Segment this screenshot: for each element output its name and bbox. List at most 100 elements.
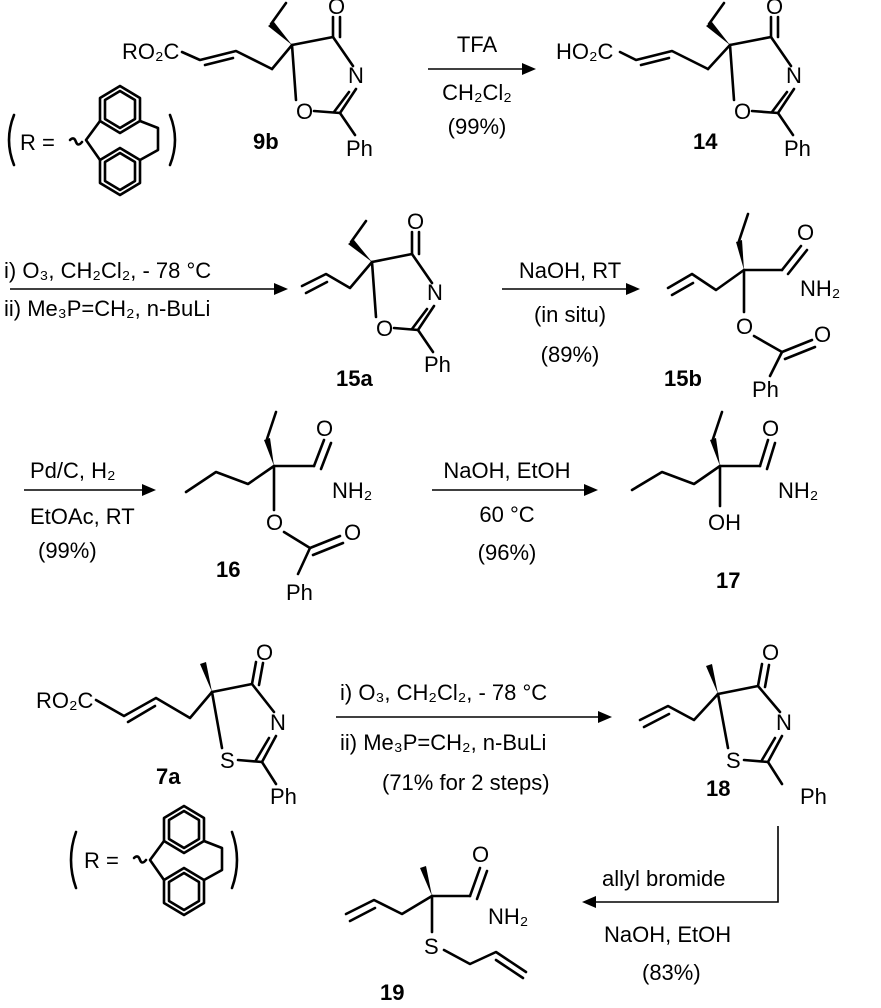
amide-carbonyl-bond (312, 438, 326, 468)
wavy-attachment-icon (68, 137, 84, 146)
ring-nitrogen: N (270, 710, 286, 735)
ring-double-bond (338, 87, 358, 115)
benzene-ring-bottom-inner (103, 151, 137, 192)
ethano-bridge-bond (202, 839, 224, 882)
condition-step-1: i) O₃, CH₂Cl₂, - 78 °C (340, 680, 547, 705)
amide-oxygen: O (316, 416, 333, 441)
amide-carbonyl-bond-2 (475, 869, 489, 901)
ring-bond-c5 (728, 43, 736, 102)
r-equals-label: R = (84, 848, 119, 873)
reagent-naoh-etoh: NaOH, EtOH (443, 458, 570, 483)
ethyl-wedge (264, 438, 274, 466)
benzoyl-bond (282, 530, 312, 550)
carbonyl-bond (250, 660, 258, 686)
ring-sulfur: S (726, 748, 741, 773)
close-paren (168, 113, 177, 167)
allyl-chain-bond (344, 894, 434, 916)
carbonyl-bond (756, 662, 764, 688)
ring-bond-c5 (370, 260, 378, 319)
benzene-ring-top-inner (103, 89, 137, 130)
amide-oxygen: O (797, 220, 814, 245)
open-paren (69, 830, 78, 890)
reagent-tfa: TFA (457, 32, 498, 57)
ring-nitrogen: N (786, 63, 802, 88)
arrow-line (592, 826, 779, 903)
phenyl-bond (416, 328, 435, 354)
terminal-alkene-bond (670, 281, 695, 297)
in-situ-label: (in situ) (534, 302, 606, 327)
ethyl-wedge (736, 240, 744, 270)
ring-bond-n (769, 35, 793, 68)
phenyl-bond (296, 546, 312, 576)
ring-nitrogen: N (427, 280, 443, 305)
compound-17: O NH₂ OH 17 (630, 410, 818, 593)
reaction-arrow-7: allyl bromide NaOH, EtOH (83%) (582, 826, 779, 985)
phenyl-bond (768, 350, 784, 378)
ring-double-bond-2 (410, 307, 429, 331)
yield-label: (96%) (478, 540, 537, 565)
allyl-chain-bond (300, 260, 374, 290)
ring-double-bond-2 (332, 90, 351, 114)
benzoyl-oxygen: O (814, 322, 831, 347)
ethyl-bond (737, 212, 750, 243)
ethyl-wedge (710, 438, 720, 466)
arrow-head (626, 283, 640, 295)
carbonyl-oxygen: O (762, 640, 779, 665)
ring-bond-n (410, 252, 434, 285)
reagent-allyl-bromide: allyl bromide (602, 866, 726, 891)
ring-bond-c5 (716, 692, 730, 750)
phenyl-label: Ph (424, 352, 451, 377)
compound-14: HO₂C O N O Ph 14 (556, 0, 811, 161)
ethyl-bond (269, 1, 288, 26)
benzene-ring-bottom-inner (167, 871, 201, 912)
compound-15a: O N O Ph 15a (300, 209, 451, 391)
amide-carbonyl-bond-2 (786, 248, 809, 276)
ring-nitrogen: N (348, 63, 364, 88)
ring-double-bond (416, 304, 436, 332)
alkenyl-chain-bond (94, 690, 214, 720)
yield-label: (89%) (541, 342, 600, 367)
benzoyl-carbonyl-bond-2 (311, 541, 345, 557)
amide-oxygen: O (472, 842, 489, 867)
arrow-head (584, 484, 598, 496)
arrow-head (274, 283, 288, 295)
propyl-chain-bond (630, 464, 722, 492)
compound-18: O N S Ph 18 (638, 640, 827, 809)
ethyl-wedge (348, 240, 372, 262)
amide-oxygen: O (762, 416, 779, 441)
double-bond-line (639, 56, 671, 67)
benzoyl-oxygen: O (344, 520, 361, 545)
compound-19: O NH₂ S 19 (344, 842, 528, 1005)
benzoyl-carbonyl-bond (780, 338, 814, 354)
carbonyl-oxygen: O (328, 0, 345, 19)
compound-label-7a: 7a (156, 764, 181, 789)
compound-label-18: 18 (706, 776, 730, 801)
carbonyl-bond-2 (257, 661, 265, 687)
arrow-head (522, 63, 536, 75)
terminal-alkene-bond (348, 906, 377, 923)
solvent-label: CH₂Cl₂ (442, 80, 512, 105)
condition-step-2: ii) Me₃P=CH₂, n-BuLi (340, 730, 546, 755)
methyl-wedge (706, 664, 718, 694)
reagent-naoh-etoh: NaOH, EtOH (604, 922, 731, 947)
ring-double-bond-2 (254, 736, 271, 762)
alkenyl-chain-bond (618, 49, 710, 71)
arrow-head (142, 484, 156, 496)
reagent-naoh-rt: NaOH, RT (519, 258, 621, 283)
s-allyl-chain-bond (442, 948, 528, 974)
ring-nitrogen: N (776, 710, 792, 735)
reaction-arrow-4: Pd/C, H₂ EtOAc, RT (99%) (24, 458, 156, 563)
amide-carbonyl-bond-2 (319, 441, 333, 471)
reaction-arrow-5: NaOH, EtOH 60 °C (96%) (432, 458, 598, 565)
allyl-bond (706, 43, 732, 71)
phenyl-label: Ph (784, 136, 811, 161)
yield-label: (71% for 2 steps) (382, 770, 550, 795)
ring-bond-c5 (290, 43, 298, 102)
ring-bond-c4 (370, 252, 414, 264)
yield-label: (99%) (38, 538, 97, 563)
compound-16: O NH₂ O O Ph 16 (184, 410, 372, 605)
ring-oxygen: O (376, 316, 393, 341)
phenyl-bond (260, 760, 278, 786)
open-paren (7, 113, 16, 167)
ring-bond-n (756, 684, 782, 714)
